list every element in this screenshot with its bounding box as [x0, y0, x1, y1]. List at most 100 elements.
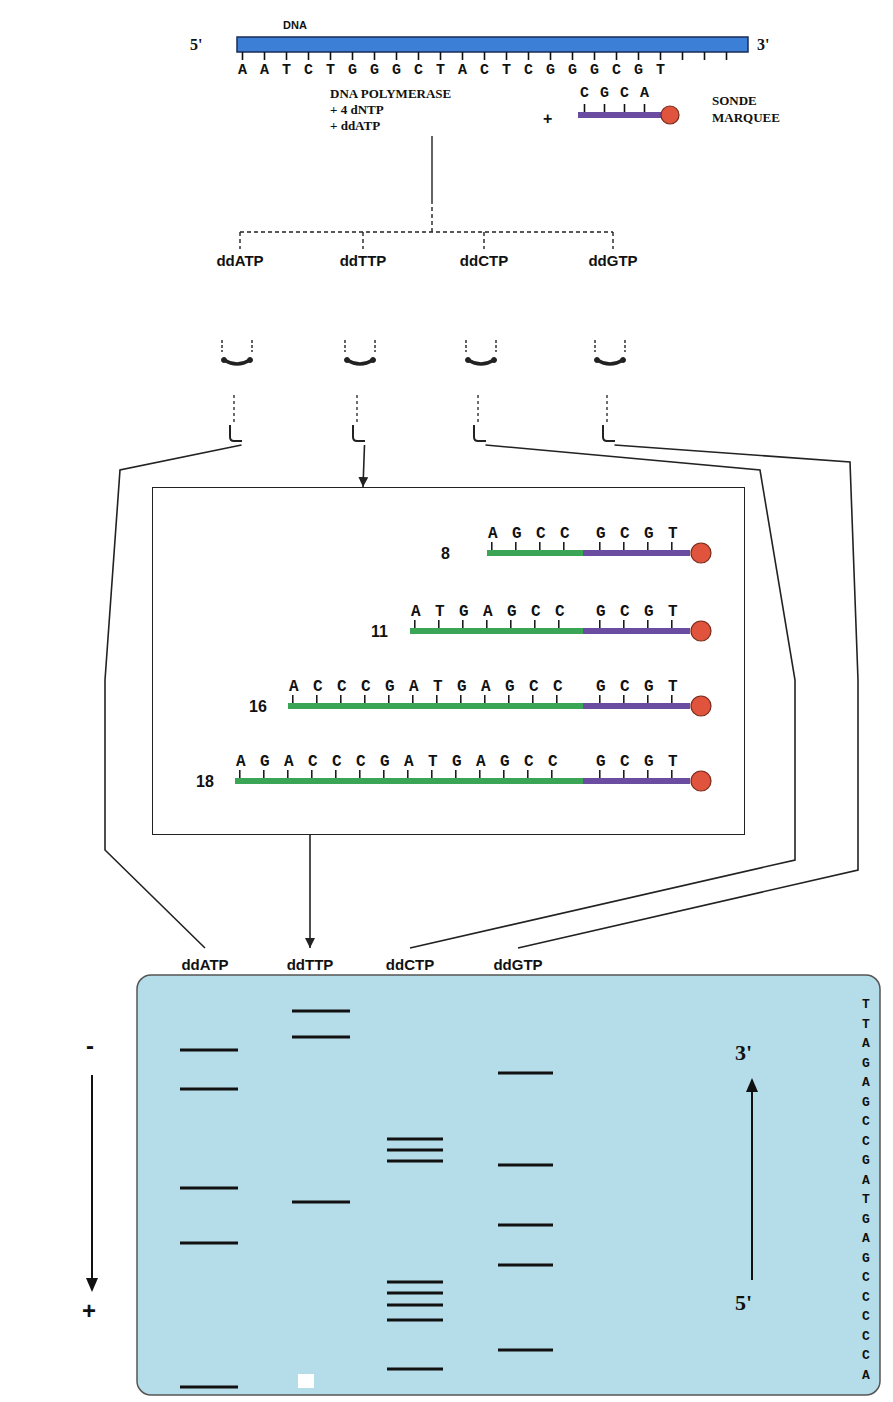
gel-well: [298, 1374, 314, 1388]
fragment-sequence: ACCCGATGAGCC: [289, 679, 577, 695]
tube-icon: [222, 340, 253, 441]
reaction-tubes: [222, 340, 626, 441]
tube-drop: [477, 395, 478, 425]
probe-bar: [583, 778, 690, 784]
tube-dot: [248, 358, 253, 363]
plus-sign: +: [543, 110, 552, 128]
fragment-length: 8: [441, 545, 450, 563]
electrode-sign: -: [86, 1033, 94, 1059]
gel: [137, 975, 880, 1395]
tube-label: ddCTP: [444, 252, 524, 270]
tube-label: ddGTP: [573, 252, 653, 270]
probe-label-dot: [691, 621, 711, 641]
fragment-length: 11: [371, 623, 388, 641]
reading-arrow: [751, 1090, 753, 1280]
strand-end: 3': [735, 1040, 752, 1066]
fragment-box: 8AGCCGCGT11ATGAGCCGCGT16ACCCGATGAGCCGCGT…: [152, 487, 745, 835]
probe-bar: [583, 628, 690, 634]
branch-line: [240, 231, 613, 232]
template-dna: [237, 37, 748, 60]
probe-bar: [578, 112, 662, 118]
probe-sequence: GCGT: [596, 754, 692, 770]
fragment-length: 16: [249, 698, 267, 716]
lane-label: ddATP: [165, 956, 245, 974]
labelled-probe: [578, 104, 679, 124]
tube-label: ddATP: [200, 252, 280, 270]
tube-rim: [466, 340, 496, 352]
tube-drop: [233, 395, 234, 425]
branch-lines: [240, 136, 613, 249]
probe-label-dot: [691, 696, 711, 716]
tube-node: ddGTP: [573, 252, 656, 445]
migration-line: [91, 1075, 93, 1280]
reagent: DNA POLYMERASE: [330, 86, 451, 101]
base-ticks: [492, 542, 672, 550]
tube-dot: [371, 358, 376, 363]
tube-label: ddTTP: [323, 252, 403, 270]
template-sequence: AATCTGGGCTACTCGGGCGT: [238, 63, 678, 79]
base-ticks: [415, 620, 672, 628]
gel-bands: [387, 1139, 443, 1369]
reagent: + 4 dNTP: [330, 102, 384, 117]
base-ticks: [243, 52, 727, 60]
tube-rim: [222, 340, 252, 352]
base-ticks: [585, 104, 645, 113]
fragment-sequence: AGCC: [488, 526, 584, 542]
base-ticks: [293, 695, 672, 703]
probe-bar: [583, 550, 690, 556]
strand-end: 5': [190, 36, 202, 54]
lane-label: ddGTP: [478, 956, 558, 974]
tube-icon: [466, 340, 497, 441]
probe-sequence: GCGT: [596, 604, 692, 620]
strand-end: 3': [757, 36, 769, 54]
connector: [518, 445, 858, 948]
synthesised-strand: [288, 703, 583, 709]
tube-icon: [595, 340, 626, 441]
tube-body: [468, 360, 494, 364]
synthesised-strand: [487, 550, 583, 556]
synthesised-strand: [235, 778, 583, 784]
tube-hook: [353, 425, 365, 441]
tube-hook: [603, 425, 615, 441]
branch-line: [612, 232, 613, 249]
dna-strand: [237, 37, 748, 52]
fragment-sequence: ATGAGCC: [411, 604, 579, 620]
probe-sequence: CGCA: [580, 86, 660, 102]
probe-name: SONDE MARQUEE: [712, 92, 802, 126]
tube-body: [224, 360, 250, 364]
branch-line: [483, 232, 484, 249]
tube-node: ddCTP: [444, 252, 527, 445]
reading-arrow-head: [746, 1078, 758, 1092]
connector: [105, 445, 242, 948]
tube-dot: [466, 358, 471, 363]
tube-rim: [345, 340, 375, 352]
probe-label-dot: [691, 771, 711, 791]
gel-node: ddATPddTTPddCTPddGTP: [137, 948, 880, 1397]
tube-body: [597, 360, 623, 364]
strand-end: 5': [735, 1290, 752, 1316]
branch-line: [431, 136, 432, 200]
connector: [309, 835, 311, 948]
read-sequence: TTAGAGCCGATGAGCCCCCA: [862, 995, 875, 1385]
fragment-sequence: AGACCCGATGAGCC: [236, 754, 572, 770]
branch-line: [431, 200, 432, 232]
tube-dot: [492, 358, 497, 363]
fragment-length: 18: [196, 773, 214, 791]
tube-dot: [222, 358, 227, 363]
fragments: [235, 542, 711, 791]
connector: [410, 445, 795, 948]
connector: [363, 445, 365, 487]
gel-bands: [292, 1011, 350, 1202]
gel-bands: [180, 1050, 238, 1387]
branch-line: [362, 232, 363, 249]
probe-bar: [583, 703, 690, 709]
migration-arrow-head: [86, 1278, 98, 1292]
electrode-sign: +: [82, 1298, 96, 1324]
lane-label: ddTTP: [270, 956, 350, 974]
tube-dot: [345, 358, 350, 363]
probe-label-dot: [691, 543, 711, 563]
tube-body: [347, 360, 373, 364]
branch-line: [239, 232, 240, 249]
tube-dot: [595, 358, 600, 363]
